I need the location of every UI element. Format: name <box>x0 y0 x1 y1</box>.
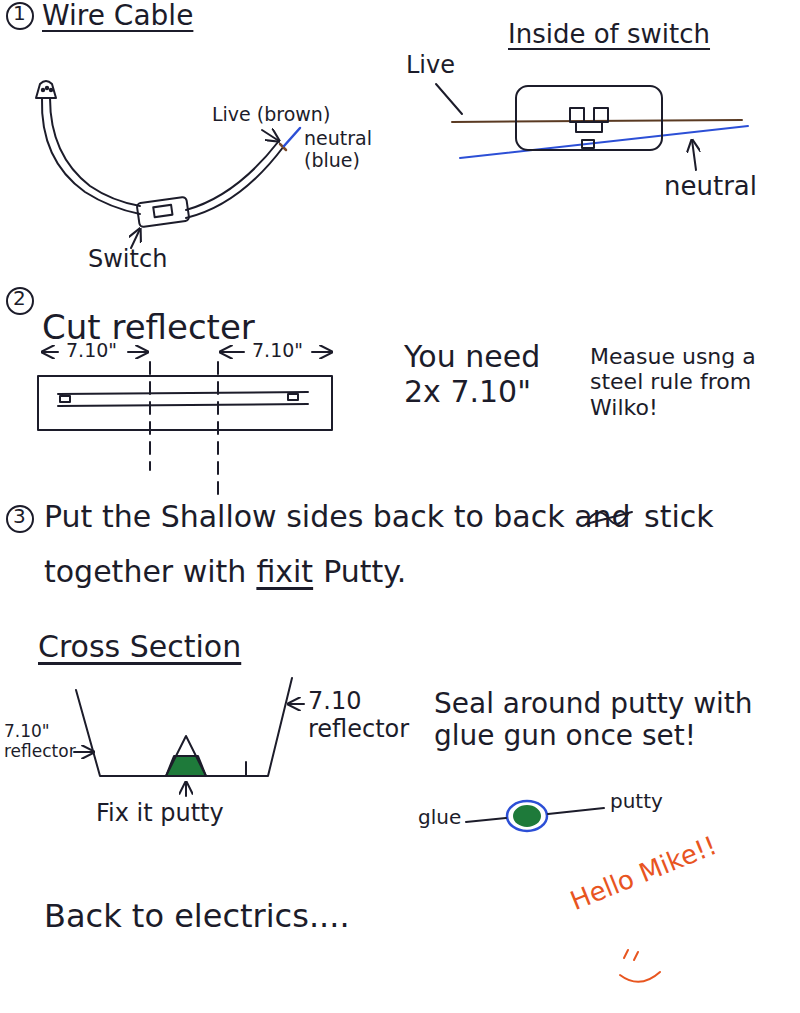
note: You need 2x 7.10" <box>404 340 564 409</box>
plug-symbol <box>36 81 56 98</box>
reflector-cross-section <box>76 678 292 776</box>
wire-label: neutral <box>664 172 757 202</box>
wire-label: Live (brown) <box>212 104 330 126</box>
leader-line <box>288 703 304 705</box>
cut-line <box>217 362 219 496</box>
leader-line <box>466 818 506 822</box>
switch-button <box>153 205 172 217</box>
switch-contact <box>594 108 608 122</box>
reflector-fold <box>58 404 308 406</box>
dimension-arrow <box>42 351 58 353</box>
cable-wire <box>186 146 284 218</box>
instruction: fixit <box>256 555 313 590</box>
part-label: putty <box>610 790 663 813</box>
step-number: 2 <box>13 287 26 310</box>
dimension: 7.10" <box>66 340 117 362</box>
step-circle <box>7 506 33 532</box>
reflector-edge <box>245 762 247 776</box>
smiley <box>620 950 660 982</box>
switch-contact <box>570 108 584 122</box>
switch-housing <box>516 86 662 150</box>
dimension-arrow <box>128 351 148 353</box>
step-number: 1 <box>13 2 26 25</box>
switch-bridge <box>576 122 602 132</box>
reflector-fold <box>58 392 308 394</box>
switch-symbol <box>137 197 190 228</box>
dimension-arrow <box>220 351 244 353</box>
dimension: 7.10" <box>252 340 303 362</box>
part-label: 7.10 reflector <box>308 688 408 743</box>
neutral-wire-end <box>284 128 300 146</box>
part-label: Switch <box>88 246 167 274</box>
cable-wire <box>50 98 140 206</box>
note: Back to electrics.... <box>44 898 350 935</box>
putty-triangle <box>166 736 206 776</box>
heading: Wire Cable <box>42 0 193 32</box>
greeting: Hello Mike!! <box>566 831 721 917</box>
reflector-slot <box>60 396 70 402</box>
plug-pin <box>50 89 52 91</box>
switch-contact <box>582 140 594 148</box>
glue-ring <box>507 801 547 831</box>
putty-dot <box>514 806 540 826</box>
note: Measue usng a steel rule from Wilko! <box>590 344 790 420</box>
leader-line <box>692 140 696 170</box>
instruction: Put the Shallow sides back to back and <box>44 500 631 535</box>
wire-label: neutral (blue) <box>304 128 384 172</box>
part-label: glue <box>418 806 461 829</box>
leader-line <box>262 130 279 141</box>
leader-line <box>436 84 462 114</box>
cable-wire <box>186 142 278 210</box>
plug-pin <box>42 89 44 91</box>
leader-line <box>74 751 94 753</box>
reflector-slot <box>288 394 298 400</box>
instruction: Putty. <box>323 555 406 590</box>
step-circle <box>7 3 33 29</box>
instruction: together with <box>44 555 246 590</box>
part-label: Fix it putty <box>96 800 224 828</box>
reflector-strip <box>38 376 332 430</box>
leader-line <box>548 808 604 814</box>
heading: Cross Section <box>38 630 241 665</box>
neutral-wire <box>460 126 748 158</box>
leader-line <box>185 782 187 796</box>
part-label: 7.10" reflector <box>4 722 72 761</box>
note: Seal around putty with glue gun once set… <box>434 688 796 752</box>
heading: Inside of switch <box>508 20 710 50</box>
step-circle <box>7 288 33 314</box>
instruction: stick <box>644 500 714 535</box>
cut-line <box>149 362 151 470</box>
plug-pin <box>46 87 48 89</box>
cable-wire <box>42 98 140 214</box>
step-number: 3 <box>13 505 26 528</box>
wire-label: Live <box>406 52 455 80</box>
dimension-arrow <box>312 351 332 353</box>
